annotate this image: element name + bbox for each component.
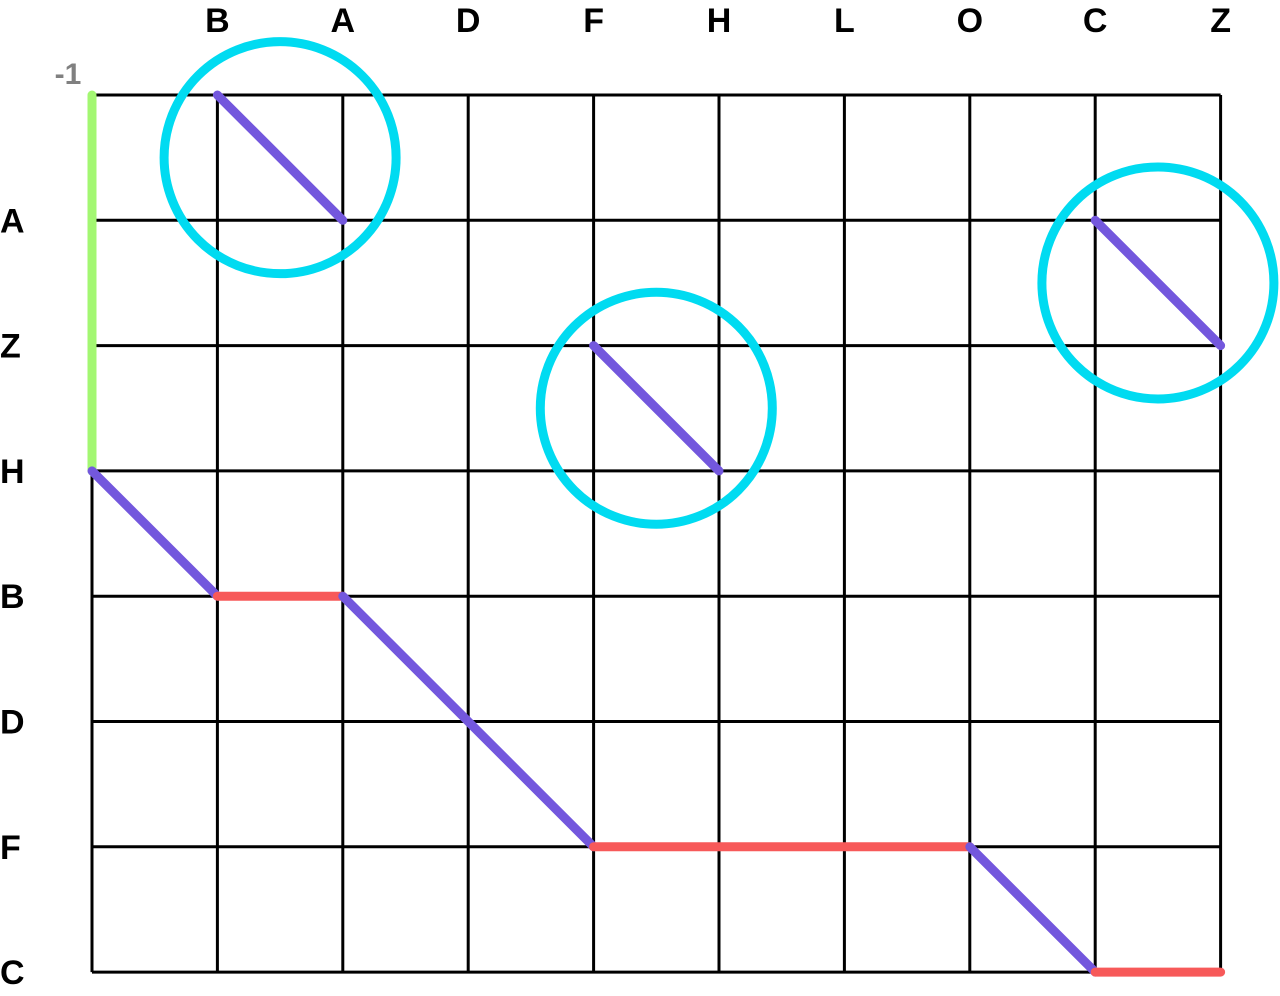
diagonal-segment [1090, 215, 1226, 351]
row-label: D [0, 704, 25, 742]
column-label: F [583, 2, 604, 40]
diagonal-segment [589, 341, 724, 476]
column-label: C [1083, 2, 1108, 40]
diagonal-segment [338, 591, 599, 852]
column-label: H [707, 2, 732, 40]
column-label: O [957, 2, 983, 40]
row-label: Z [0, 328, 21, 366]
path-segments [87, 90, 1226, 977]
column-label: Z [1210, 2, 1231, 40]
row-label: F [0, 829, 21, 867]
grid [90, 93, 1223, 974]
column-label: B [205, 2, 230, 40]
row-label: C [0, 954, 25, 992]
row-label: H [0, 453, 25, 491]
origin-label: -1 [55, 58, 82, 91]
column-label: A [331, 2, 356, 40]
highlight-circle [535, 287, 777, 529]
diagonal-segment [965, 842, 1100, 977]
diagonal-segment [212, 90, 348, 225]
highlight-circles [159, 37, 1279, 529]
highlight-circle [1037, 162, 1279, 404]
column-label: D [456, 2, 481, 40]
column-label: L [834, 2, 855, 40]
axis-labels: -1 B A D F H L O C Z A Z H B D F C [0, 2, 1231, 992]
diagonal-segment [87, 466, 222, 601]
row-label: A [0, 202, 25, 240]
row-label: B [0, 578, 25, 616]
highlight-circle [159, 37, 401, 279]
